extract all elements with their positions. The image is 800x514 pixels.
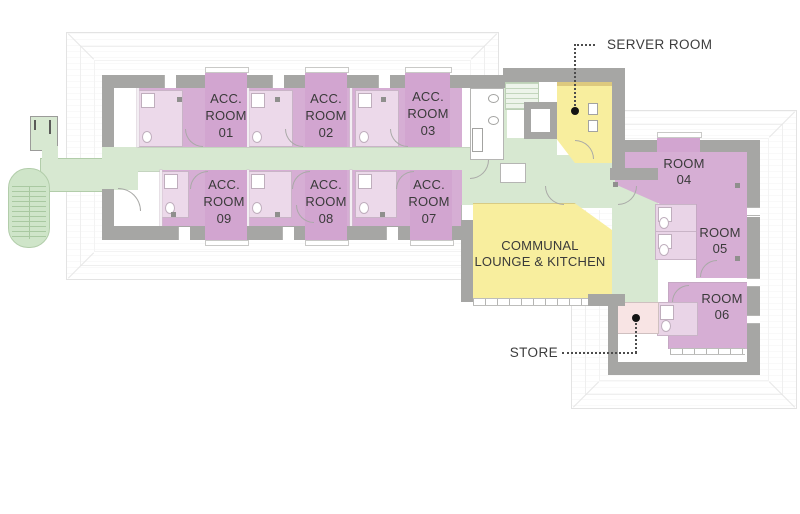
bay-acc-01 [205, 71, 247, 147]
ensuite-acc-02 [248, 90, 293, 147]
bay-sill [205, 240, 249, 246]
window [164, 75, 176, 88]
wall [608, 296, 618, 366]
server-room-label: SERVER ROOM [607, 37, 713, 52]
window [272, 75, 284, 88]
wall-stub [380, 212, 385, 217]
store-label: STORE [509, 345, 558, 360]
corridor-main [102, 147, 470, 172]
ensuite-acc-08 [248, 171, 292, 218]
wc-fixture [488, 94, 499, 103]
window [378, 75, 390, 88]
basin-counter [472, 128, 483, 152]
window [282, 227, 294, 240]
wall-stub [613, 182, 618, 187]
server-top-shade [557, 82, 613, 86]
partition [247, 170, 249, 226]
partition [350, 170, 352, 226]
wall [610, 168, 658, 180]
wall [503, 68, 625, 82]
wall [612, 68, 625, 168]
bay-sill [305, 240, 349, 246]
room-store [616, 302, 659, 334]
window [747, 315, 760, 324]
store-leader-dot [632, 314, 640, 322]
closet [500, 163, 526, 183]
server-rack [588, 103, 598, 115]
server-rack [588, 120, 598, 132]
ensuite-room-05 [655, 231, 698, 260]
bay-acc-02 [305, 71, 347, 147]
ensuite-room-04 [655, 204, 698, 233]
lift-link [42, 146, 58, 166]
wall-stub [171, 212, 176, 217]
window [178, 227, 190, 240]
window [747, 278, 760, 287]
lift-door-mark [49, 120, 51, 134]
bay-sill [410, 240, 454, 246]
bay-sill [205, 67, 249, 73]
partition [160, 170, 162, 226]
lift-door-mark [34, 120, 36, 130]
lobby-behind-lift [505, 138, 557, 158]
wall-stub [735, 183, 740, 188]
window [386, 227, 398, 240]
wall [588, 294, 625, 306]
corridor-wall-opening [102, 147, 114, 189]
partition [247, 88, 249, 147]
ensuite-acc-09 [161, 171, 189, 218]
wall [608, 362, 760, 375]
staircase-west [8, 168, 50, 248]
server-room-leader-vertical [574, 44, 576, 110]
wall-stub [275, 97, 280, 102]
bay-sill [305, 67, 349, 73]
room-06-window-sill [670, 348, 745, 355]
wall-stub [275, 212, 280, 217]
window [461, 205, 473, 220]
ensuite-acc-07 [355, 171, 397, 218]
lobby-strip [502, 88, 507, 158]
server-room-leader-dot [571, 107, 579, 115]
wc-fixture [488, 116, 499, 125]
bay-sill [657, 132, 702, 138]
wall-stub [177, 97, 182, 102]
server-room-leader-horizontal [574, 44, 595, 46]
bay-acc-07 [410, 170, 452, 240]
wall-stub [381, 97, 386, 102]
ensuite-room-06 [657, 302, 698, 336]
wall [747, 148, 760, 374]
wall [461, 220, 473, 302]
ensuite-acc-01 [138, 90, 183, 147]
bay-room-04 [657, 136, 700, 152]
room-communal-lounge-kitchen [473, 203, 612, 303]
bay-acc-03 [405, 71, 450, 147]
partition [350, 88, 352, 147]
window [747, 207, 760, 217]
partition [137, 88, 139, 147]
bay-acc-09 [205, 170, 247, 240]
bay-sill [405, 67, 452, 73]
lift-core [531, 109, 550, 132]
lounge-window-sill [473, 298, 591, 306]
store-leader-horizontal [562, 352, 637, 354]
wall-stub [735, 256, 740, 261]
store-leader-vertical [635, 318, 637, 353]
